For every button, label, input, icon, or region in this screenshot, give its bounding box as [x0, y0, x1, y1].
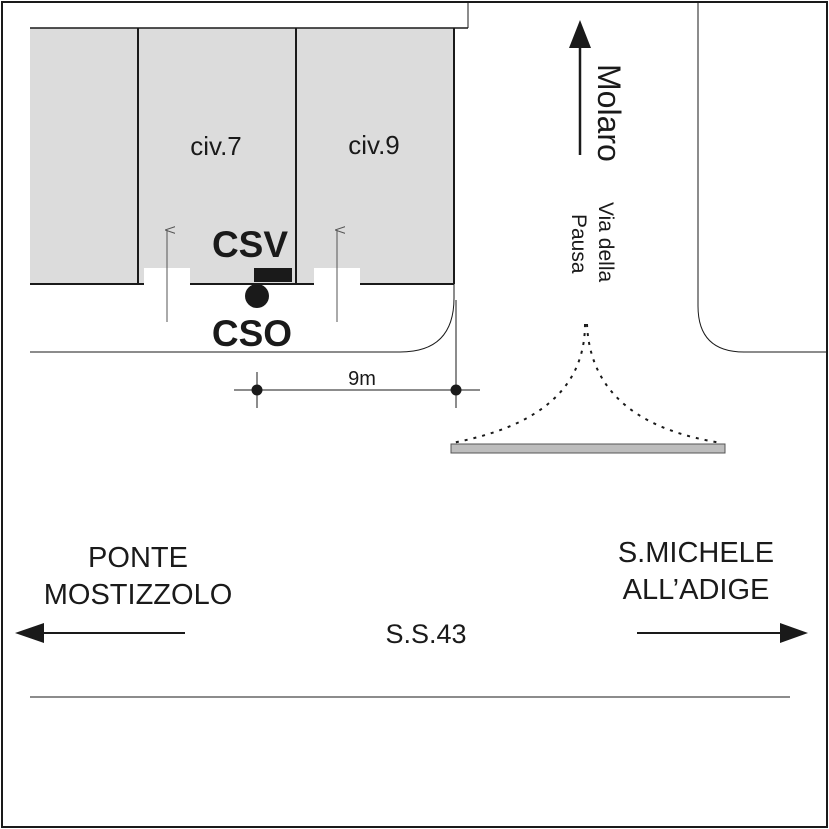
dimension-label: 9m — [348, 368, 376, 390]
road-edge-right — [697, 2, 827, 353]
island-dashed-curve — [451, 323, 586, 444]
cso-label: CSO — [212, 313, 292, 354]
dimension-point-icon — [251, 384, 263, 396]
csv-label: CSV — [212, 224, 288, 265]
molaro-label: Molaro — [591, 64, 627, 162]
west-arrow-icon — [15, 623, 44, 643]
east-arrow-icon — [780, 623, 808, 643]
csv-marker-icon — [254, 268, 292, 282]
dimension-point-icon — [450, 384, 462, 396]
building-label-civ7: civ.7 — [190, 131, 242, 161]
building-label-civ9: civ.9 — [348, 130, 400, 160]
west-destination-line2: MOSTIZZOLO — [44, 579, 233, 611]
molaro-arrow-icon — [569, 20, 591, 48]
sidewalk-curb — [30, 284, 455, 353]
east-destination-line1: S.MICHELE — [618, 537, 774, 569]
east-destination-line2: ALL’ADIGE — [623, 574, 770, 606]
west-destination-line1: PONTE — [88, 542, 188, 574]
cso-marker-icon — [245, 284, 269, 308]
island-bar — [450, 443, 726, 454]
street-name-line2: Pausa — [567, 214, 590, 274]
road-name: S.S.43 — [385, 619, 466, 649]
building-block — [30, 28, 454, 284]
island-dashed-curve — [586, 323, 723, 444]
street-name-line1: Via della — [594, 202, 617, 282]
